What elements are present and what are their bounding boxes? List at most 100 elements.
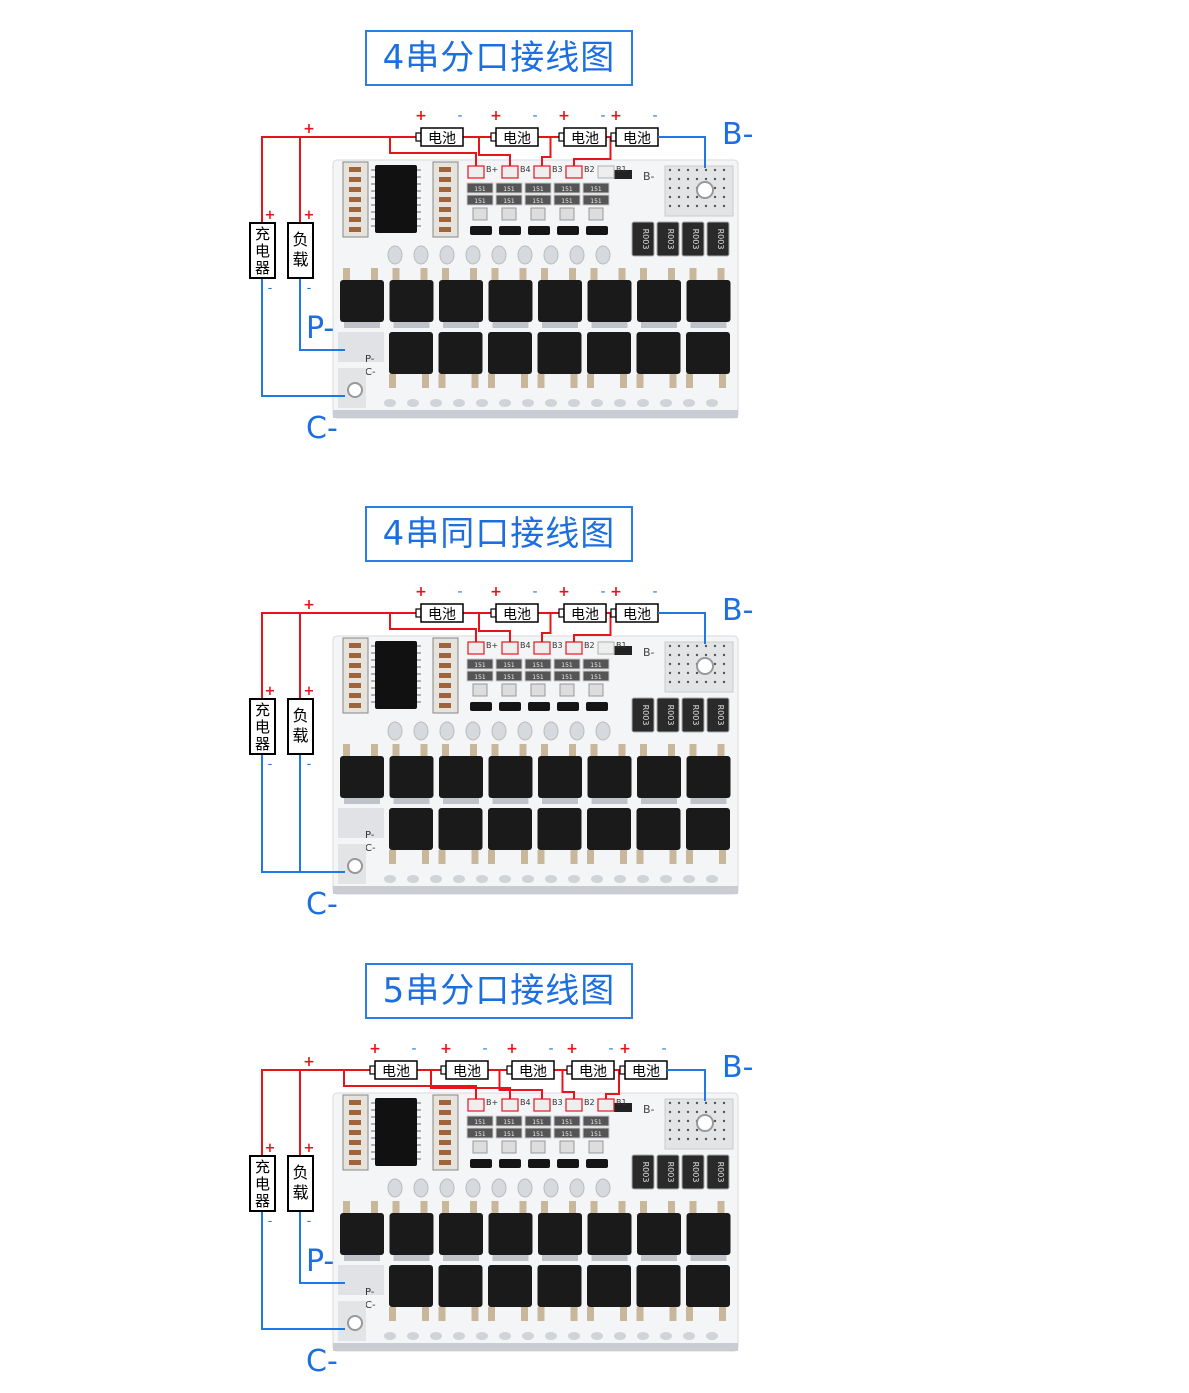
via (713, 662, 717, 666)
load-negative-wire (299, 1212, 345, 1284)
mosfet (686, 756, 731, 798)
mosfet-lead (669, 850, 677, 864)
plus-sign: + (304, 1141, 315, 1156)
battery-label: 电池 (503, 131, 531, 147)
capacitor (439, 653, 451, 658)
mosfet-lead (389, 850, 396, 864)
solder-pad (591, 875, 603, 883)
capacitor (349, 643, 361, 648)
smd-resistor (582, 194, 610, 206)
capacitor (439, 1120, 451, 1125)
mosfet-lead (587, 1307, 594, 1321)
capacitor (439, 207, 451, 212)
via (713, 671, 717, 675)
balance-tap-pad (533, 165, 551, 179)
mosfet-tab (492, 1255, 529, 1261)
via (686, 1110, 690, 1114)
load-negative-wire (299, 279, 345, 351)
smd-resistor (495, 1127, 523, 1139)
capacitor (439, 673, 451, 678)
solder-pad (543, 245, 559, 265)
mosfet-lead (719, 374, 726, 388)
smd-resistor-label: 151 (590, 674, 602, 681)
positive-wire (261, 1069, 370, 1155)
via (722, 662, 726, 666)
via (695, 653, 699, 657)
via (686, 195, 690, 199)
mosfet-tab (393, 1255, 430, 1261)
smd-resistor-label: 151 (590, 186, 602, 193)
balance-tap-pad (501, 165, 519, 179)
via (668, 653, 672, 657)
via (722, 186, 726, 190)
silk-tap-label: B+ (486, 1098, 498, 1107)
mosfet (389, 280, 434, 322)
balance-wire (541, 613, 552, 642)
mosfet (438, 1265, 483, 1307)
plus-sign: + (415, 584, 427, 600)
smd-resistor-label: 151 (503, 1131, 515, 1138)
via (686, 1137, 690, 1141)
via (686, 204, 690, 208)
solder-pad (384, 1332, 396, 1340)
via (722, 177, 726, 181)
silk-b-minus: B- (643, 1103, 655, 1116)
silk-tap-label: B2 (584, 641, 595, 650)
shunt-resistor (656, 1154, 680, 1190)
smd-resistor (466, 658, 494, 670)
via (713, 1101, 717, 1105)
balance-wire (389, 613, 477, 642)
mosfet (340, 280, 384, 322)
balance-wire (478, 613, 511, 642)
transistor (499, 702, 521, 711)
mosfet (439, 280, 483, 322)
via (713, 1110, 717, 1114)
mosfet (488, 332, 532, 374)
capacitor (439, 197, 451, 202)
pcb-edge (333, 410, 738, 418)
shunt-label: R003 (641, 229, 650, 250)
smd-resistor (553, 1115, 581, 1127)
capacitor (439, 227, 451, 232)
solder-pad (660, 399, 672, 407)
mosfet-lead (719, 850, 726, 864)
mosfet-lead (640, 268, 647, 280)
mosfet-lead (422, 374, 429, 388)
via (704, 680, 708, 684)
capacitor (349, 227, 361, 232)
led (501, 1140, 517, 1154)
smd-resistor (582, 1115, 610, 1127)
minus-sign: - (307, 757, 312, 772)
via (686, 662, 690, 666)
solder-pad (499, 399, 511, 407)
balance-wire (605, 1070, 620, 1099)
battery-label: 电池 (382, 1064, 410, 1080)
mosfet-lead (620, 850, 627, 864)
silk-tap-label: B1 (616, 1098, 627, 1107)
via (677, 177, 681, 181)
smd-resistor-label: 151 (474, 186, 486, 193)
mosfet (389, 332, 433, 374)
mosfet-tab (344, 798, 380, 804)
balance-tap-pad (597, 1098, 615, 1112)
solder-pad (465, 245, 481, 265)
mosfet-lead (438, 850, 446, 864)
mosfet-tab (542, 322, 578, 328)
battery-label: 电池 (579, 1064, 607, 1080)
mosfet-lead (618, 268, 626, 280)
mosfet (488, 756, 533, 798)
via (704, 1101, 708, 1105)
mosfet (488, 1213, 533, 1255)
smd-resistor (466, 1127, 494, 1139)
mosfet-tab (591, 1255, 628, 1261)
b-minus-label: B- (722, 593, 753, 628)
mosfet-tab (591, 322, 628, 328)
via (704, 177, 708, 181)
mosfet (389, 756, 434, 798)
solder-pad (683, 1332, 695, 1340)
via (677, 1101, 681, 1105)
mosfet-lead (422, 850, 429, 864)
via (704, 1137, 708, 1141)
solder-pad (499, 875, 511, 883)
